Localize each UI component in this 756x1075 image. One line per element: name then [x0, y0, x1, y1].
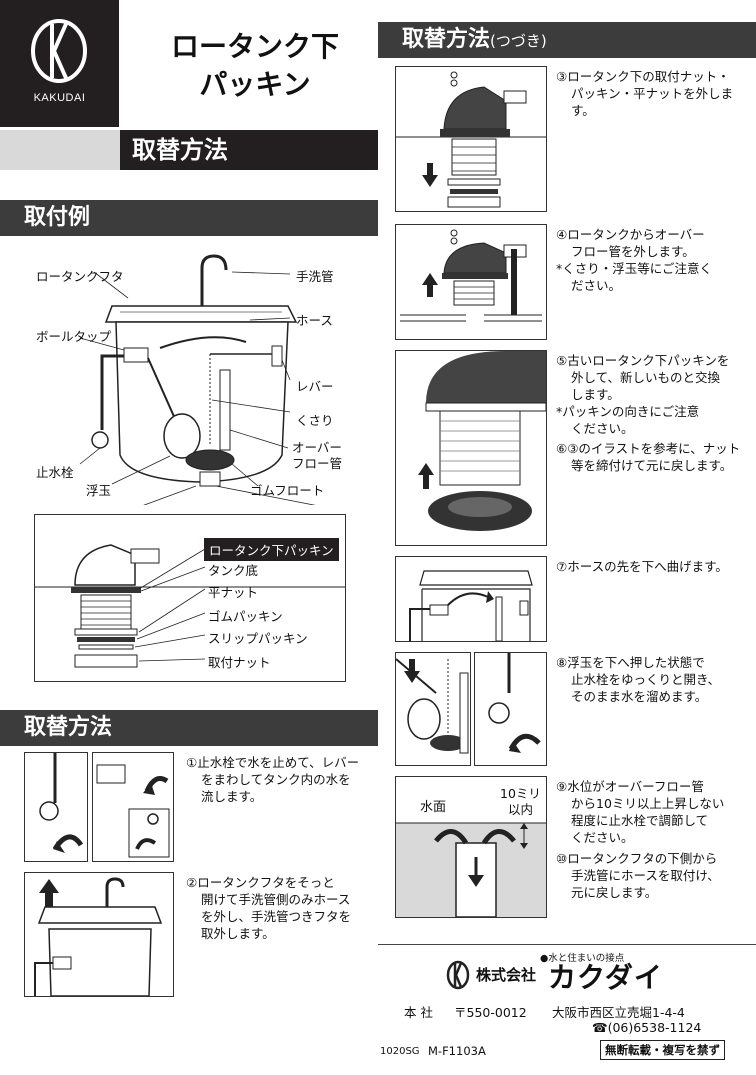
grey-band [0, 130, 120, 170]
toilet-tank-diagram [79, 254, 316, 505]
step10-text: ⑩ロータンクフタの下側から 手洗管にホースを取付け、 元に戻します。 [556, 851, 720, 900]
step9-image [395, 776, 547, 918]
label-stop-valve: 止水栓 [36, 465, 74, 480]
step7-image [395, 556, 547, 642]
footer-logo-icon [446, 960, 470, 990]
footer-phone: ☎(06)6538-1124 [592, 1020, 702, 1035]
step2-image [24, 872, 174, 997]
footer-postal: 〒550-0012 [454, 1005, 527, 1020]
footer-company-prefix: 株式会社 [476, 966, 537, 984]
label-rubber-float: ゴムフロート [250, 483, 325, 498]
step4-text: ④ロータンクからオーバー フロー管を外します。 *くさり・浮玉等にご注意く ださ… [556, 227, 713, 293]
label-overflow: オーバー フロー管 [292, 440, 343, 471]
kakudai-logo-icon [31, 19, 87, 83]
step9-text: ⑨水位がオーバーフロー管 から10ミリ以上上昇しない 程度に止水栓で調節して く… [556, 779, 725, 845]
continued-heading: 取替方法(つづき) [378, 22, 756, 58]
footer-doc-code1: 1020SG [380, 1046, 420, 1057]
method-heading: 取替方法 [0, 710, 378, 746]
label-mount-nut: 取付ナット [208, 655, 271, 670]
step3-image [395, 66, 547, 212]
label-hose: ホース [296, 313, 333, 328]
footer-hq-label: 本 社 [404, 1005, 433, 1020]
label-lever: レバー [296, 379, 334, 394]
label-slip-packing: スリップパッキン [208, 631, 308, 646]
footer-divider [378, 944, 756, 945]
label-water-surface: 水面 [420, 800, 447, 815]
replace-method-banner: 取替方法 [120, 130, 378, 170]
step5-image [395, 350, 547, 546]
step7-text: ⑦ホースの先を下へ曲げます。 [556, 559, 728, 574]
footer-doc-code2: M-F1103A [428, 1044, 486, 1058]
step2-text: ②ロータンクフタをそっと 開けて手洗管側のみホース を外し、手洗管つきフタを 取… [186, 875, 352, 941]
footer-notice: 無断転載・複写を禁ず [600, 1040, 725, 1060]
label-lid: ロータンクフタ [36, 269, 124, 284]
step5-text: ⑤古いロータンク下パッキンを 外して、新しいものと交換 します。 *パッキンの向… [556, 353, 730, 436]
step8-text: ⑧浮玉を下へ押した状態で 止水栓をゆっくりと開き、 そのまま水を溜めます。 [556, 655, 721, 704]
label-rubber-packing: ゴムパッキン [208, 609, 283, 624]
label-faucet: 手洗管 [296, 269, 334, 284]
page-title: ロータンク下 パッキン [170, 30, 339, 101]
packing-detail-diagram [35, 544, 345, 668]
label-float: 浮玉 [86, 483, 112, 498]
label-tank-bottom: タンク底 [208, 563, 259, 578]
brand-logo: KAKUDAI [0, 0, 119, 127]
step8-image-a [395, 652, 471, 766]
callout-packing: ロータンク下パッキン [204, 538, 339, 561]
label-chain: くさり [296, 413, 334, 428]
step6-text: ⑥③のイラストを参考に、ナット 等を締付けて元に戻します。 [556, 441, 741, 473]
step8-image-b [474, 652, 547, 766]
step1-text: ①止水栓で水を止めて、レバー をまわしてタンク内の水を 流します。 [186, 755, 360, 804]
example-heading: 取付例 [0, 200, 378, 236]
footer-address: 大阪市西区立売堀1-4-4 [552, 1005, 685, 1020]
step4-image [395, 224, 547, 340]
label-ball-tap: ボールタップ [36, 329, 112, 344]
footer-company-name: カクダイ [548, 961, 663, 994]
step3-text: ③ロータンク下の取付ナット・ パッキン・平ナットを外します。 [556, 69, 734, 118]
label-flat-nut: 平ナット [208, 585, 259, 600]
step1-image-a [24, 752, 88, 862]
footer-tagline: ●水と住まいの接点 [540, 953, 625, 964]
label-10mm: 10ミリ 以内 [500, 786, 541, 817]
step1-image-b [92, 752, 174, 862]
brand-text: KAKUDAI [33, 92, 86, 104]
